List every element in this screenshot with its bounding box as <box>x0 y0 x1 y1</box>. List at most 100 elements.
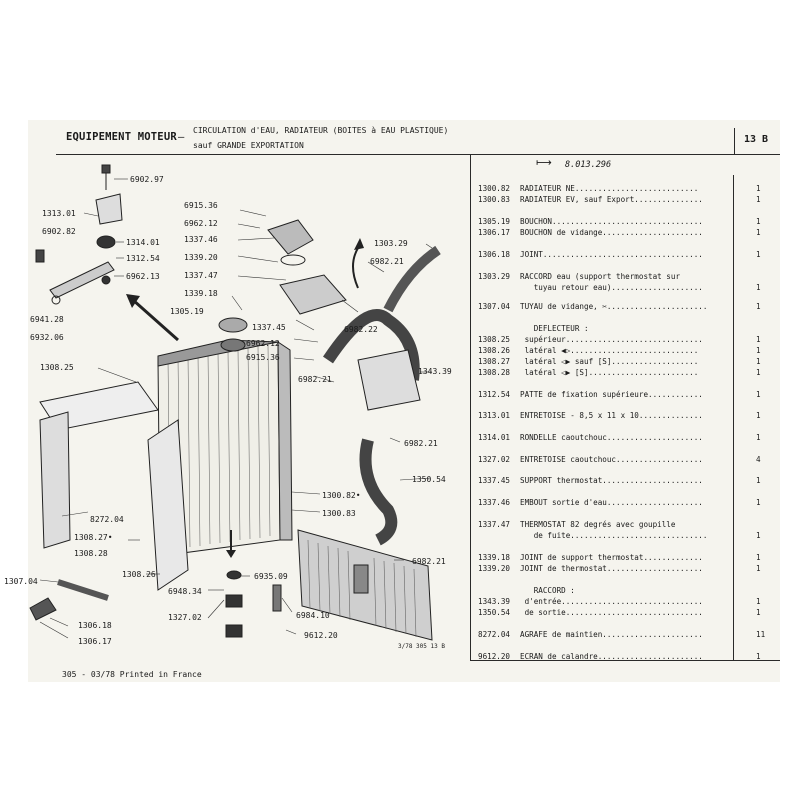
part-ref: 1308.28 <box>478 368 511 377</box>
callout-6982-21-b: 6982.21 <box>370 257 404 266</box>
part-ref: 1313.01 <box>478 411 511 420</box>
spacer-1327-02a <box>225 594 243 608</box>
part-description: RADIATEUR EV, sauf Export............... <box>520 195 703 204</box>
callout-9612-20: 9612.20 <box>304 631 338 640</box>
callout-1306-17: 1306.17 <box>78 637 112 646</box>
part-ref: 9612.20 <box>478 652 511 661</box>
page-footer: 305 - 03/78 Printed in France <box>62 670 202 679</box>
part-quantity: 1 <box>756 390 761 399</box>
part-quantity: 1 <box>756 597 761 606</box>
part-description: BOUCHON................................. <box>520 217 703 226</box>
part-ref: 1314.01 <box>478 433 511 442</box>
callout-1308-27: 1308.27• <box>74 533 113 542</box>
section-title: EQUIPEMENT MOTEUR <box>66 131 177 143</box>
part-ref: 1327.02 <box>478 455 511 464</box>
part-ref: 1305.19 <box>478 217 511 226</box>
callout-1350-54: 1350.54 <box>412 475 446 484</box>
callout-1300-82: 1300.82• <box>322 491 361 500</box>
part-ref: 1343.39 <box>478 597 511 606</box>
radiator-fins <box>167 344 271 551</box>
part-description: supérieur.............................. <box>520 335 703 344</box>
part-ref: 1339.20 <box>478 564 511 573</box>
deflector-lateral <box>147 419 189 591</box>
part-description: JOINT de support thermostat............. <box>520 553 703 562</box>
part-ref: 8272.04 <box>478 630 511 639</box>
header-divider <box>734 128 735 154</box>
callout-1300-83: 1300.83 <box>322 509 356 518</box>
part-ref: 1306.18 <box>478 250 511 259</box>
subtitle-line-2: sauf GRANDE EXPORTATION <box>193 141 304 150</box>
section-code: 13 B <box>744 134 769 145</box>
part-quantity: 1 <box>756 302 761 311</box>
part-quantity: 1 <box>756 433 761 442</box>
qty-divider <box>733 175 734 660</box>
part-description: SUPPORT thermostat...................... <box>520 476 703 485</box>
part-description: d'entrée............................... <box>520 597 703 606</box>
footer-rule <box>470 660 780 661</box>
part-ref: 1308.27 <box>478 357 511 366</box>
part-description: de fuite.............................. <box>520 531 708 540</box>
callout-1305-19: 1305.19 <box>170 307 204 316</box>
rubber-washer <box>96 235 116 249</box>
part-ref: 1300.83 <box>478 195 511 204</box>
part-ref: 1312.54 <box>478 390 511 399</box>
part-quantity: 1 <box>756 283 761 292</box>
part-ref: 1337.46 <box>478 498 511 507</box>
grille-slats <box>307 539 417 638</box>
part-description: ENTRETOISE caoutchouc................... <box>520 455 703 464</box>
part-quantity: 1 <box>756 652 761 661</box>
part-quantity: 1 <box>756 195 761 204</box>
callout-1313-01: 1313.01 <box>42 209 76 218</box>
part-description: RACCORD eau (support thermostat sur <box>520 272 681 281</box>
part-quantity: 1 <box>756 553 761 562</box>
part-description: JOINT de thermostat..................... <box>520 564 703 573</box>
callout-1306-18: 1306.18 <box>78 621 112 630</box>
part-quantity: 1 <box>756 564 761 573</box>
part-description: RONDELLE caoutchouc..................... <box>520 433 703 442</box>
drain-plug <box>29 597 57 621</box>
callout-1308-26: 1308.26 <box>122 570 156 579</box>
part-description: TUYAU de vidange, ✂.....................… <box>520 302 708 311</box>
callout-1314-01: 1314.01 <box>126 238 160 247</box>
part-description: de sortie.............................. <box>520 608 703 617</box>
part-quantity: 1 <box>756 228 761 237</box>
callout-6932-06: 6932.06 <box>30 333 64 342</box>
catalog-page: EQUIPEMENT MOTEUR – CIRCULATION d'EAU, R… <box>4 120 780 682</box>
part-description: tuyau retour eau).................... <box>520 283 703 292</box>
callout-1303-29: 1303.29 <box>374 239 408 248</box>
part-description: latéral ◁▶ [S]........................ <box>520 368 699 377</box>
part-description: ENTRETOISE - 8,5 x 11 x 10.............. <box>520 411 703 420</box>
part-quantity: 1 <box>756 476 761 485</box>
part-ref: 1308.26 <box>478 346 511 355</box>
spacer-1327-02b <box>225 624 243 638</box>
part-quantity: 1 <box>756 531 761 540</box>
serial-arrow-icon: ⟼ <box>536 156 552 169</box>
serial-number: 8.013.296 <box>565 160 612 170</box>
bolt-head <box>101 164 111 174</box>
hose-upper <box>323 309 420 381</box>
water-pump <box>357 349 421 411</box>
callout-6948-34: 6948.34 <box>168 587 202 596</box>
arrow-up-left <box>132 298 179 342</box>
title-dash: – <box>178 131 185 143</box>
header-rule <box>56 154 780 155</box>
part-ref: 1300.82 <box>478 184 511 193</box>
part-quantity: 1 <box>756 368 761 377</box>
callout-1312-54: 1312.54 <box>126 254 160 263</box>
spacer-bracket <box>95 193 123 225</box>
thermostat-outlet <box>267 219 314 255</box>
part-description: JOINT................................... <box>520 250 703 259</box>
part-ref: 1337.45 <box>478 476 511 485</box>
hose-1350-54 <box>359 438 398 546</box>
exploded-diagram: 6902.97 1313.01 6902.82 1314.01 1312.54 … <box>4 164 452 646</box>
part-quantity: 1 <box>756 608 761 617</box>
part-description: latéral ◀▷............................ <box>520 346 699 355</box>
callout-1339-18: 1339.18 <box>184 289 218 298</box>
callout-1307-04: 1307.04 <box>4 577 38 586</box>
callout-1339-20: 1339.20 <box>184 253 218 262</box>
callout-1337-45: 1337.45 <box>252 323 286 332</box>
callout-1343-39: 1343.39 <box>418 367 452 376</box>
part-description: RACCORD : <box>520 586 575 595</box>
subtitle-line-1: CIRCULATION d'EAU, RADIATEUR (BOITES à E… <box>193 126 449 135</box>
spacer-6935-09 <box>226 570 242 580</box>
